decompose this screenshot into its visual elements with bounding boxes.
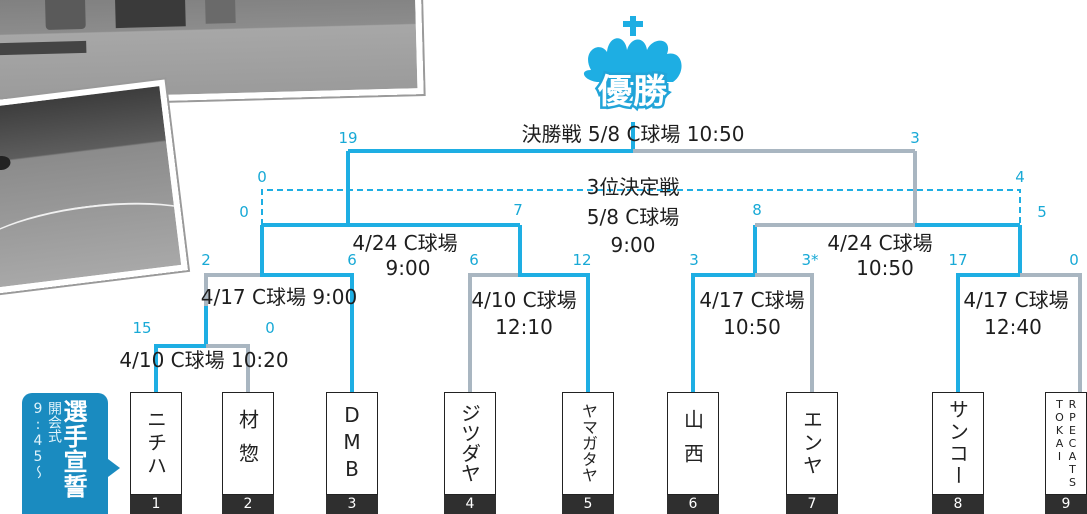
score-semi-r-b: 0: [1069, 251, 1079, 269]
team-box: ニチハ: [130, 392, 182, 495]
champion-crown-icon: [583, 16, 682, 82]
bracket-line: [154, 306, 208, 392]
team-box: 山西: [667, 392, 719, 495]
team-box: サンコー: [932, 392, 984, 495]
bracket-line: [204, 273, 262, 306]
team-number: 4: [444, 495, 496, 514]
team-name: RPECATS TOKAI: [1053, 397, 1079, 489]
bracket-line: [206, 344, 250, 392]
qf-left-label: 4/17 C球場 9:00: [200, 285, 358, 309]
score-third-right-inner: 5: [1037, 203, 1047, 221]
third-place-title: 3位決定戦: [586, 175, 680, 199]
team-name: エンヤ: [799, 408, 824, 478]
bracket-line: [755, 151, 917, 227]
semi-right-time: 10:50: [856, 256, 914, 280]
score-semi-r-a: 17: [948, 251, 968, 269]
qf-rightmid-time: 10:50: [723, 315, 781, 339]
bracket-line: [1020, 273, 1082, 392]
team-number: 3: [326, 495, 378, 514]
team-number: 1: [130, 495, 182, 514]
team-number: 9: [1045, 495, 1087, 514]
bracket-line: [260, 225, 354, 392]
team-box: DMB: [326, 392, 378, 495]
score-semi-left-b: 6: [347, 251, 357, 269]
semi-left-date: 4/24 C球場: [352, 231, 458, 255]
third-place-time: 9:00: [610, 233, 656, 257]
player-oath-badge: 開会式9:45〜 選手宣誓: [22, 393, 120, 514]
team-name: サンコー: [945, 399, 970, 487]
team-box: 材惣: [222, 392, 274, 495]
score-third-right-outer: 4: [1015, 168, 1025, 186]
team-box: エンヤ: [786, 392, 838, 495]
team-number: 2: [222, 495, 274, 514]
bracket-line: [956, 225, 1022, 392]
team-box: ジツダヤ: [444, 392, 496, 495]
team-name: ニチハ: [143, 408, 168, 478]
score-semi-mid-a: 6: [469, 251, 479, 269]
player-oath-title: 選手宣誓: [59, 399, 87, 499]
qf-mid-time: 12:10: [495, 315, 553, 339]
champion-title: 優勝: [596, 70, 670, 115]
score-semi-mid-b: 12: [572, 251, 592, 269]
team-box: ヤマガタヤ: [562, 392, 614, 495]
score-sf-right-left: 8: [752, 201, 762, 219]
team-name: 材惣: [235, 409, 260, 477]
bracket-line: [518, 225, 590, 392]
score-semi-rm-a: 3: [689, 251, 699, 269]
score-semi-rm-b: 3*: [801, 251, 819, 269]
qf-right-time: 12:40: [984, 315, 1042, 339]
team-number: 6: [667, 495, 719, 514]
opening-ceremony-note: 開会式9:45〜: [30, 401, 62, 479]
team-name: ジツダヤ: [457, 403, 482, 483]
score-third-left-outer: 0: [257, 168, 267, 186]
bracket-line: [262, 151, 350, 227]
team-box: RPECATS TOKAI: [1045, 392, 1087, 495]
score-third-left-inner: 0: [239, 203, 249, 221]
qf-rightmid-date: 4/17 C球場: [699, 288, 805, 312]
final-match-label: 決勝戦 5/8 C球場 10:50: [521, 122, 745, 146]
team-name: DMB: [340, 402, 364, 484]
bracket-line: [755, 273, 814, 392]
qf-mid-date: 4/10 C球場: [471, 288, 577, 312]
semi-right-date: 4/24 C球場: [827, 231, 933, 255]
score-sf-left-right: 7: [513, 201, 523, 219]
third-place-date: 5/8 C球場: [586, 205, 680, 229]
bracket-line: [468, 273, 520, 392]
semi-left-time: 9:00: [385, 256, 431, 280]
qf-right-date: 4/17 C球場: [963, 288, 1069, 312]
third-place-line: [261, 189, 1021, 225]
team-name: 山西: [680, 409, 705, 477]
team-name: ヤマガタヤ: [579, 403, 598, 483]
team-number: 7: [786, 495, 838, 514]
score-r1-a: 15: [132, 319, 152, 337]
team-number: 5: [562, 495, 614, 514]
score-final-left: 19: [338, 129, 358, 147]
score-semi-left-a: 2: [201, 251, 211, 269]
team-number: 8: [932, 495, 984, 514]
bracket-line: [691, 225, 757, 392]
r1-label: 4/10 C球場 10:20: [119, 348, 289, 372]
score-final-right: 3: [910, 129, 920, 147]
score-r1-b: 0: [265, 319, 275, 337]
